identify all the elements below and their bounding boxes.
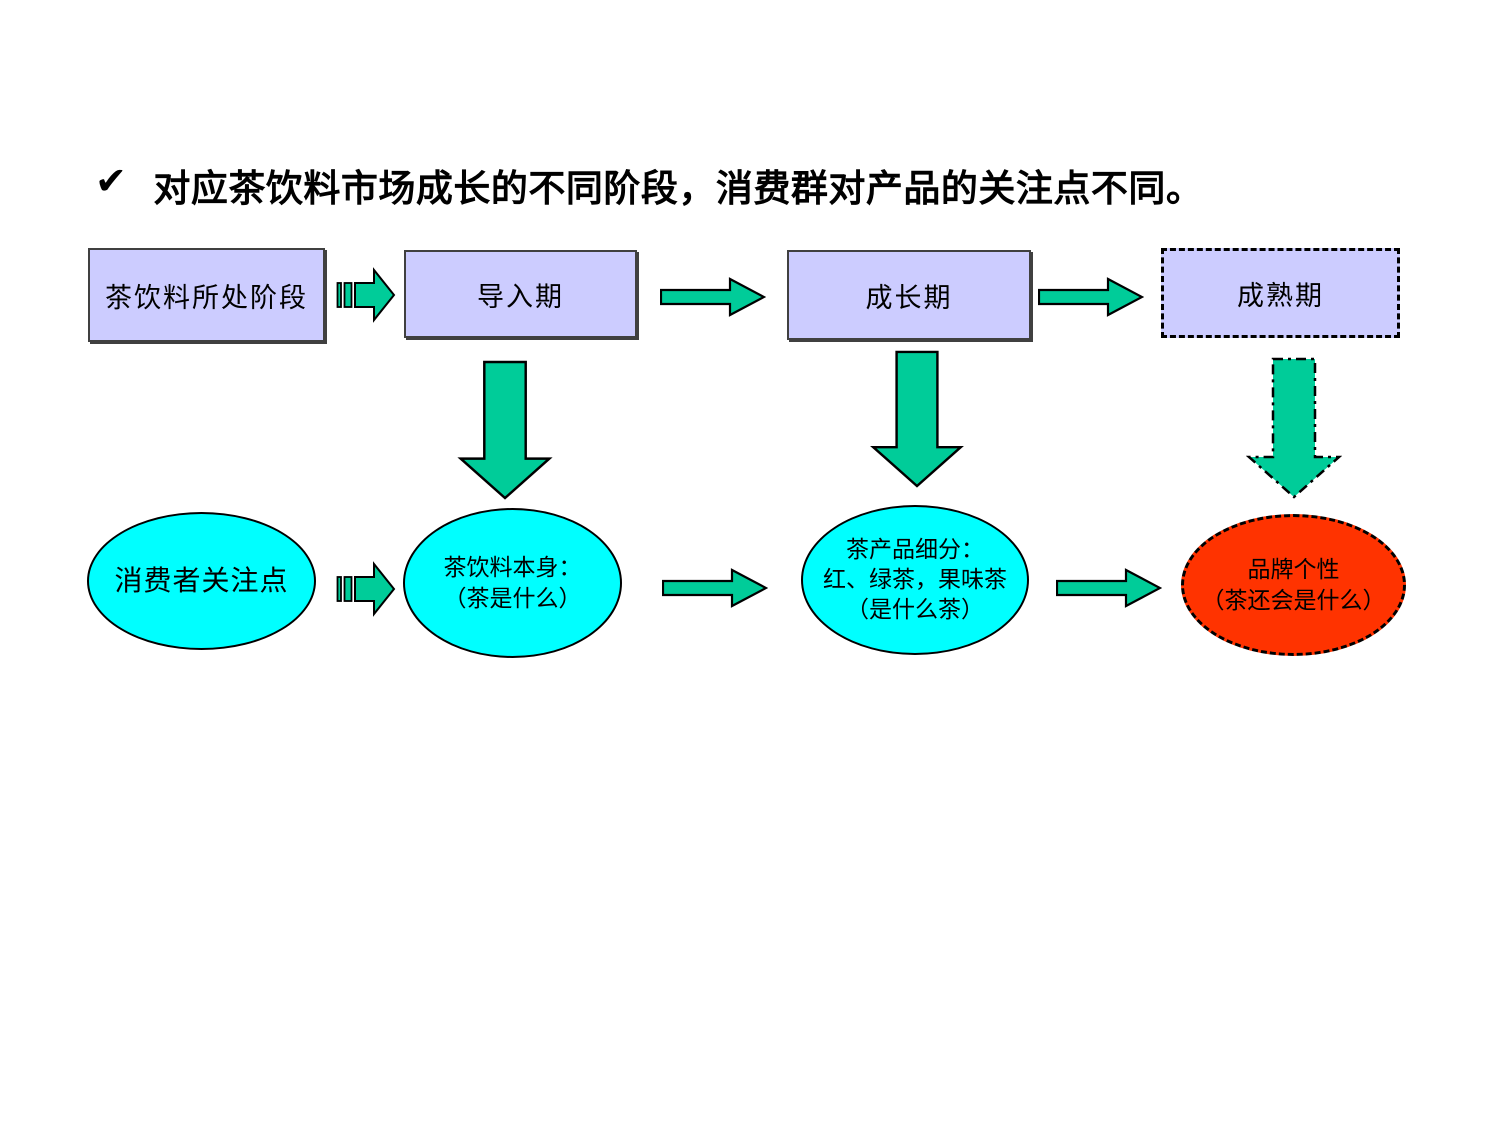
focus-line: （茶还会是什么） [1201,587,1386,613]
checkmark-icon: ✔ [95,161,128,203]
focus-line: （是什么茶） [846,595,984,622]
slide-title: ✔ 对应茶饮料市场成长的不同阶段，消费群对产品的关注点不同。 [95,158,1203,212]
focus-line: 品牌个性 [1247,555,1340,582]
focus-header-ellipse: 消费者关注点 [87,512,316,650]
focus-header-label: 消费者关注点 [114,565,289,597]
striped-right-arrow-icon [336,266,396,329]
stage-box-intro: 导入期 [404,250,637,338]
focus-line: 茶饮料本身： [443,553,582,580]
focus-line: 茶产品细分： [846,536,984,563]
stage-header-label: 茶饮料所处阶段 [105,282,308,313]
stage-box-maturity: 成熟期 [1161,248,1400,338]
focus-ellipse-brand: 品牌个性 （茶还会是什么） [1181,514,1406,656]
right-arrow-icon [661,568,769,613]
stage-box-growth: 成长期 [787,250,1031,340]
right-arrow-icon [1055,568,1163,613]
focus-ellipse-segmentation: 茶产品细分： 红、绿茶，果味茶 （是什么茶） [801,505,1029,655]
down-arrow-icon [869,350,965,493]
stage-label: 成熟期 [1237,280,1324,311]
stage-header-box: 茶饮料所处阶段 [88,248,325,342]
striped-right-arrow-icon [336,560,396,623]
title-text: 对应茶饮料市场成长的不同阶段，消费群对产品的关注点不同。 [153,168,1204,209]
focus-line: 红、绿茶，果味茶 [823,566,1007,593]
down-arrow-dashed-icon [1245,357,1343,504]
right-arrow-icon [659,277,767,322]
stage-label: 导入期 [477,281,564,312]
focus-ellipse-product: 茶饮料本身： （茶是什么） [403,508,622,658]
stage-label: 成长期 [865,282,953,313]
down-arrow-icon [457,360,553,505]
focus-line: （茶是什么） [443,585,582,611]
right-arrow-icon [1037,277,1145,322]
